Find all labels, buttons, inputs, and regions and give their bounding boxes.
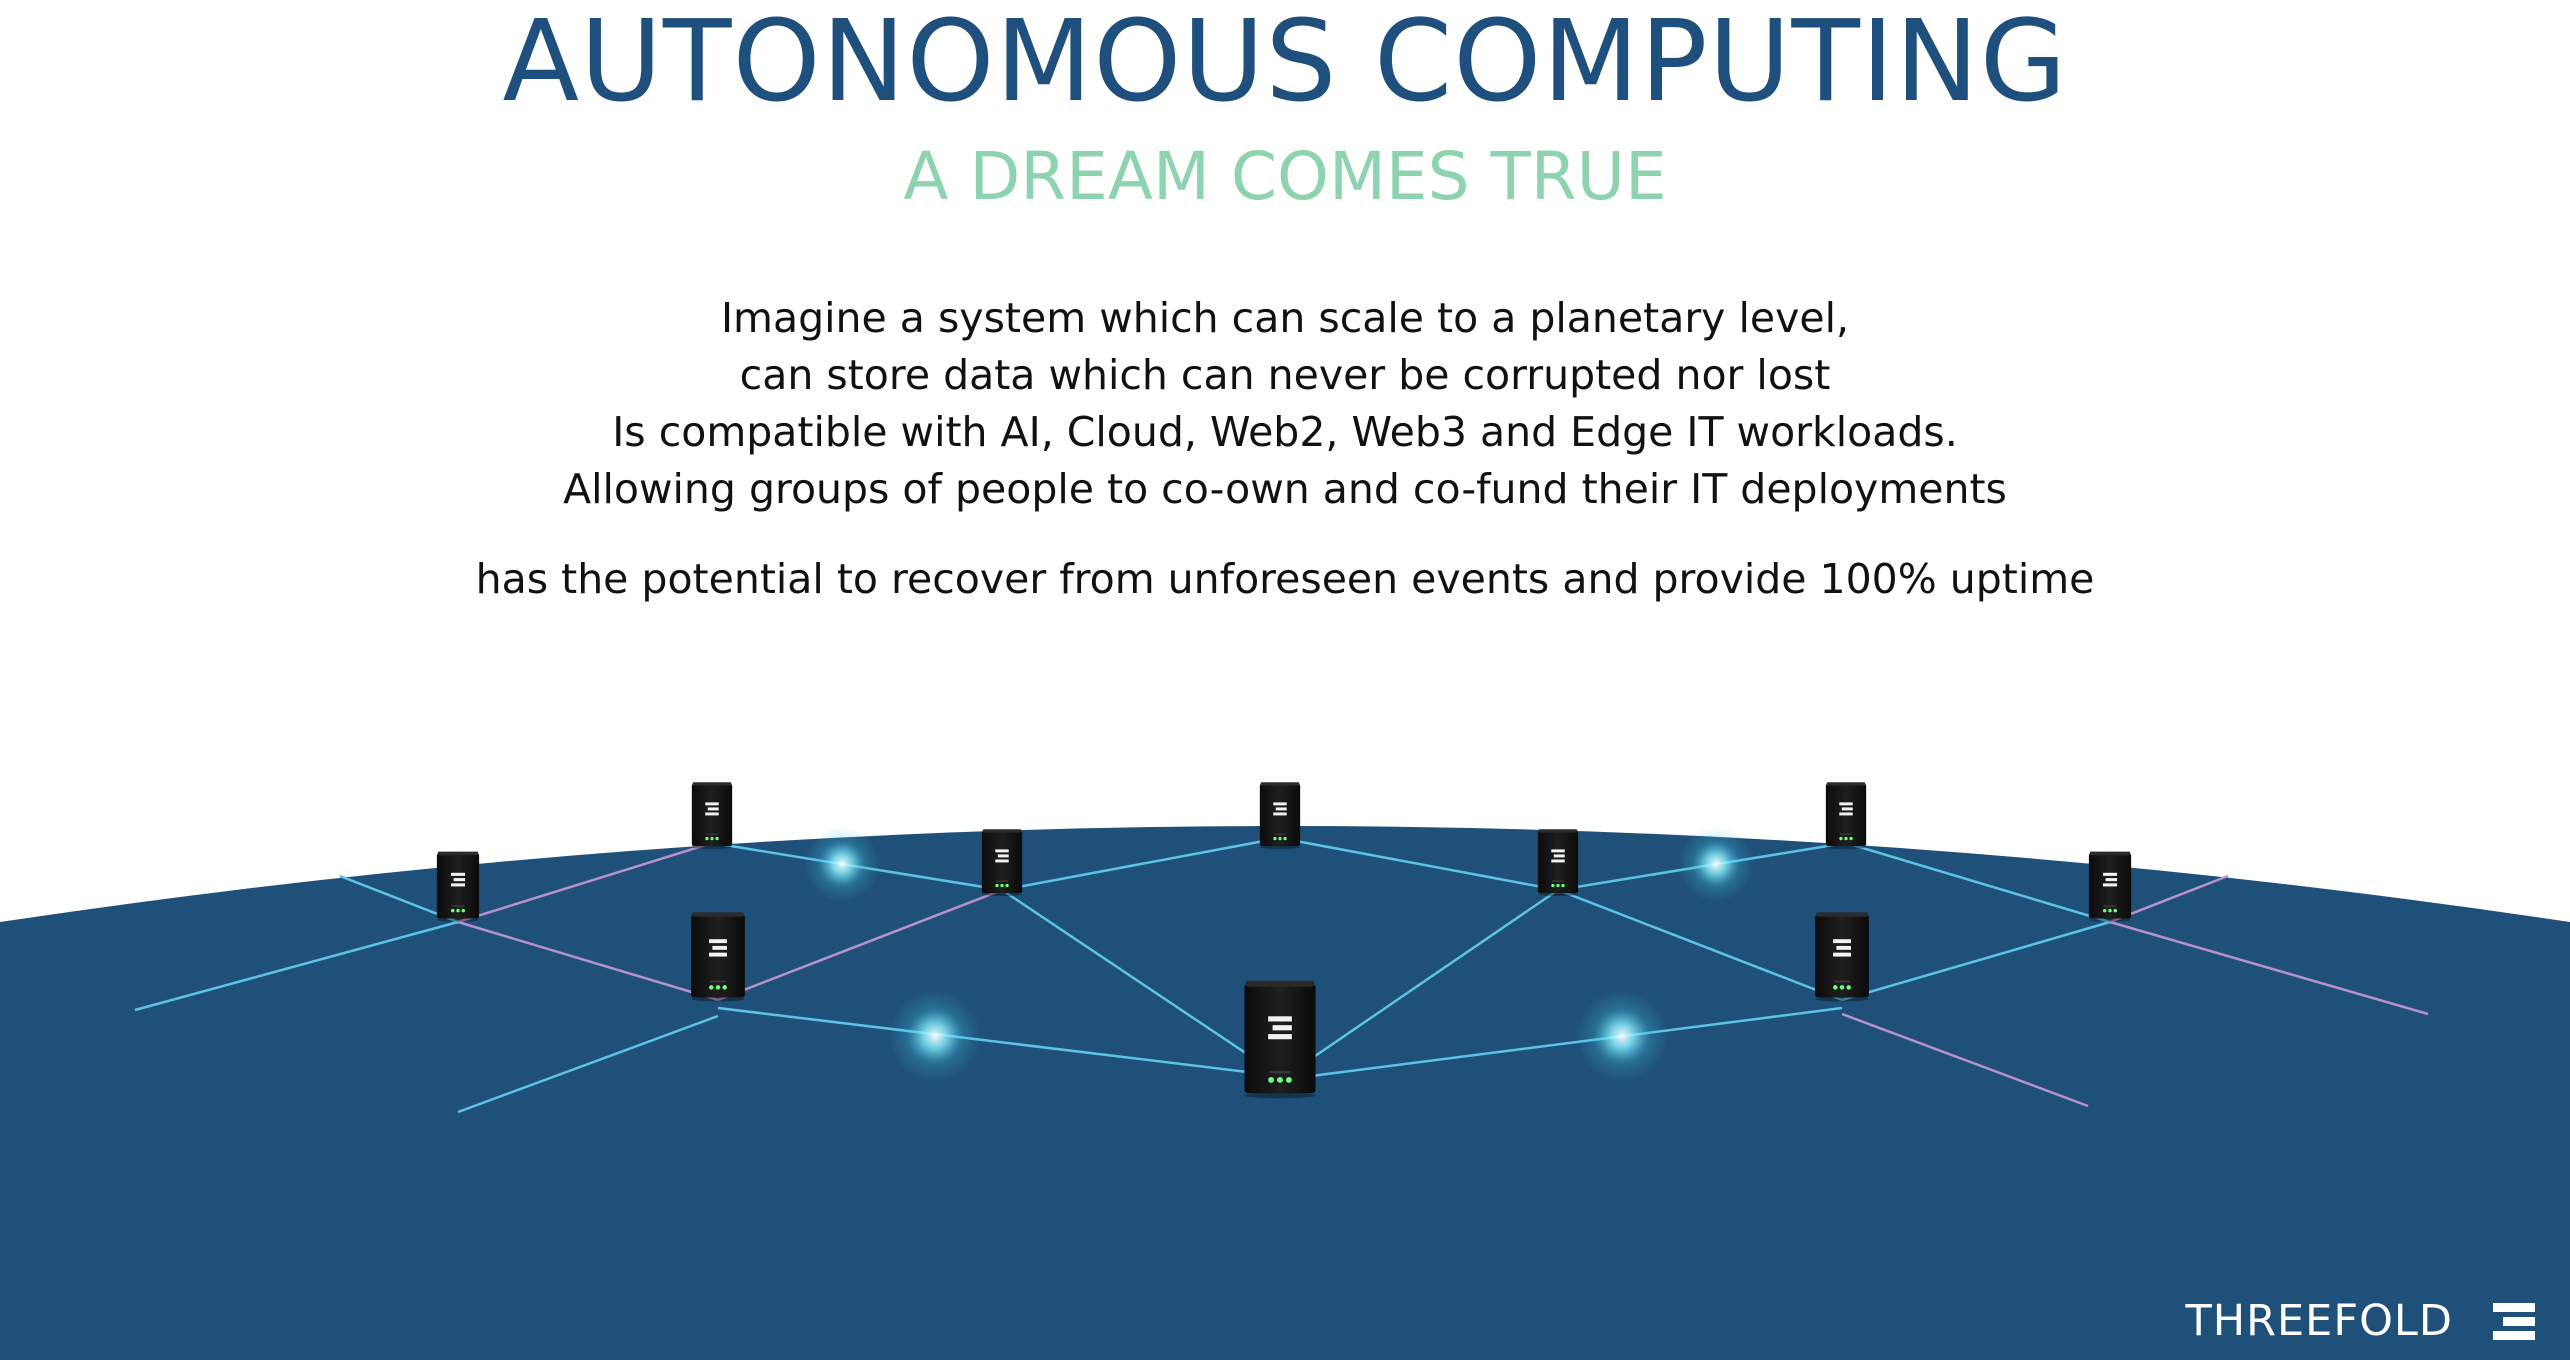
- brand-footer: THREEFOLD: [2186, 1296, 2535, 1346]
- body-line: Allowing groups of people to co-own and …: [563, 465, 2007, 513]
- slide-title: AUTONOMOUS COMPUTING: [502, 0, 2068, 127]
- slide-body: Imagine a system which can scale to a pl…: [0, 290, 2570, 608]
- slide-subtitle: A DREAM COMES TRUE: [903, 138, 1667, 215]
- body-line: can store data which can never be corrup…: [739, 351, 1831, 399]
- brand-name: THREEFOLD: [2185, 1296, 2453, 1346]
- glow-nodes: [804, 826, 1754, 1082]
- body-line: Is compatible with AI, Cloud, Web2, Web3…: [612, 408, 1958, 456]
- closing-line: has the potential to recover from unfore…: [475, 555, 2095, 603]
- body-line: Imagine a system which can scale to a pl…: [720, 294, 1850, 342]
- threefold-logo-icon: [2493, 1303, 2535, 1340]
